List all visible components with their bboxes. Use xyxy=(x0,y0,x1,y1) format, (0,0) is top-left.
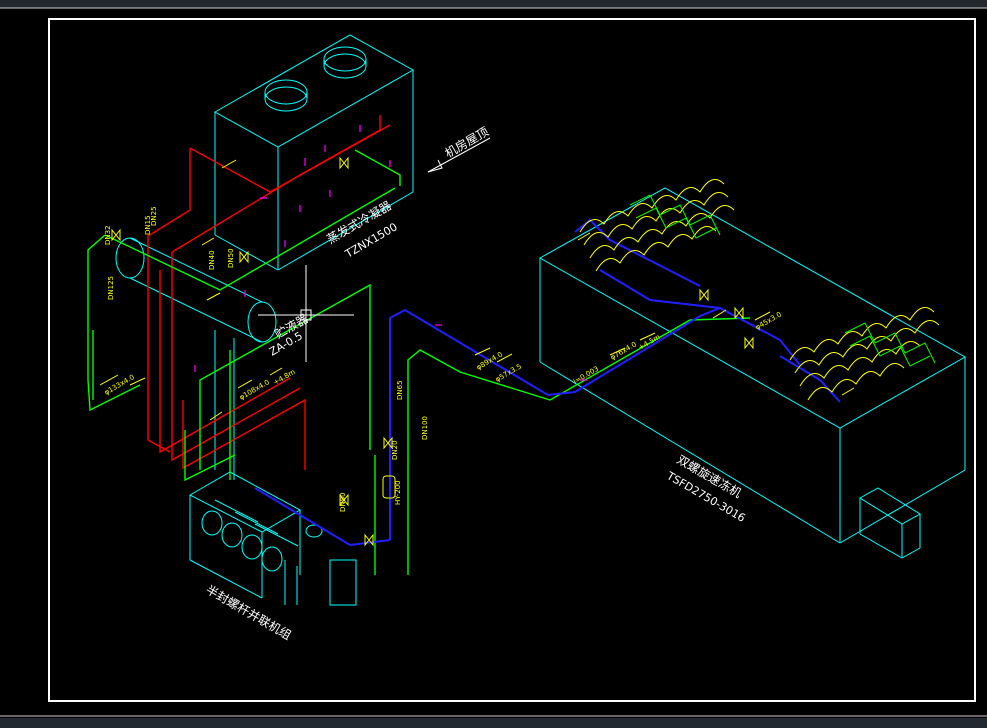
pipe-label-ticks xyxy=(99,159,855,421)
crosshair-cursor[interactable] xyxy=(258,265,354,362)
suction-piping xyxy=(254,218,841,547)
pipe-label-dn125: DN125 xyxy=(107,276,115,300)
pipe-label-dn32: DN32 xyxy=(104,225,112,245)
pipe-label-dn40: DN40 xyxy=(208,250,216,270)
liquid-piping xyxy=(87,149,751,575)
freezer-coil-header-left xyxy=(579,179,735,272)
roof-leader xyxy=(427,137,491,173)
pipe-label-dn25: DN25 xyxy=(150,206,158,226)
pipe-label-dn15: DN15 xyxy=(144,215,152,235)
valve-markers xyxy=(194,125,587,381)
pipe-label-dn80: DN80 xyxy=(339,492,347,512)
pipe-label-hy200: HY-200 xyxy=(394,480,402,505)
pipe-label-dn20: DN20 xyxy=(391,440,399,460)
freezer-block[interactable] xyxy=(538,187,967,559)
oil-separator xyxy=(382,475,396,499)
hot-gas-piping xyxy=(147,115,391,470)
compressor-unit[interactable] xyxy=(188,471,357,606)
condenser-block[interactable] xyxy=(213,34,415,271)
freezer-coil-header-right xyxy=(789,307,940,401)
pipe-label-dn50: DN50 xyxy=(227,248,235,268)
pipe-label-dn65: DN65 xyxy=(396,380,404,400)
pipe-label-dn100: DN100 xyxy=(421,416,429,440)
drawing-frame xyxy=(48,18,976,702)
valve-symbols xyxy=(111,156,754,547)
